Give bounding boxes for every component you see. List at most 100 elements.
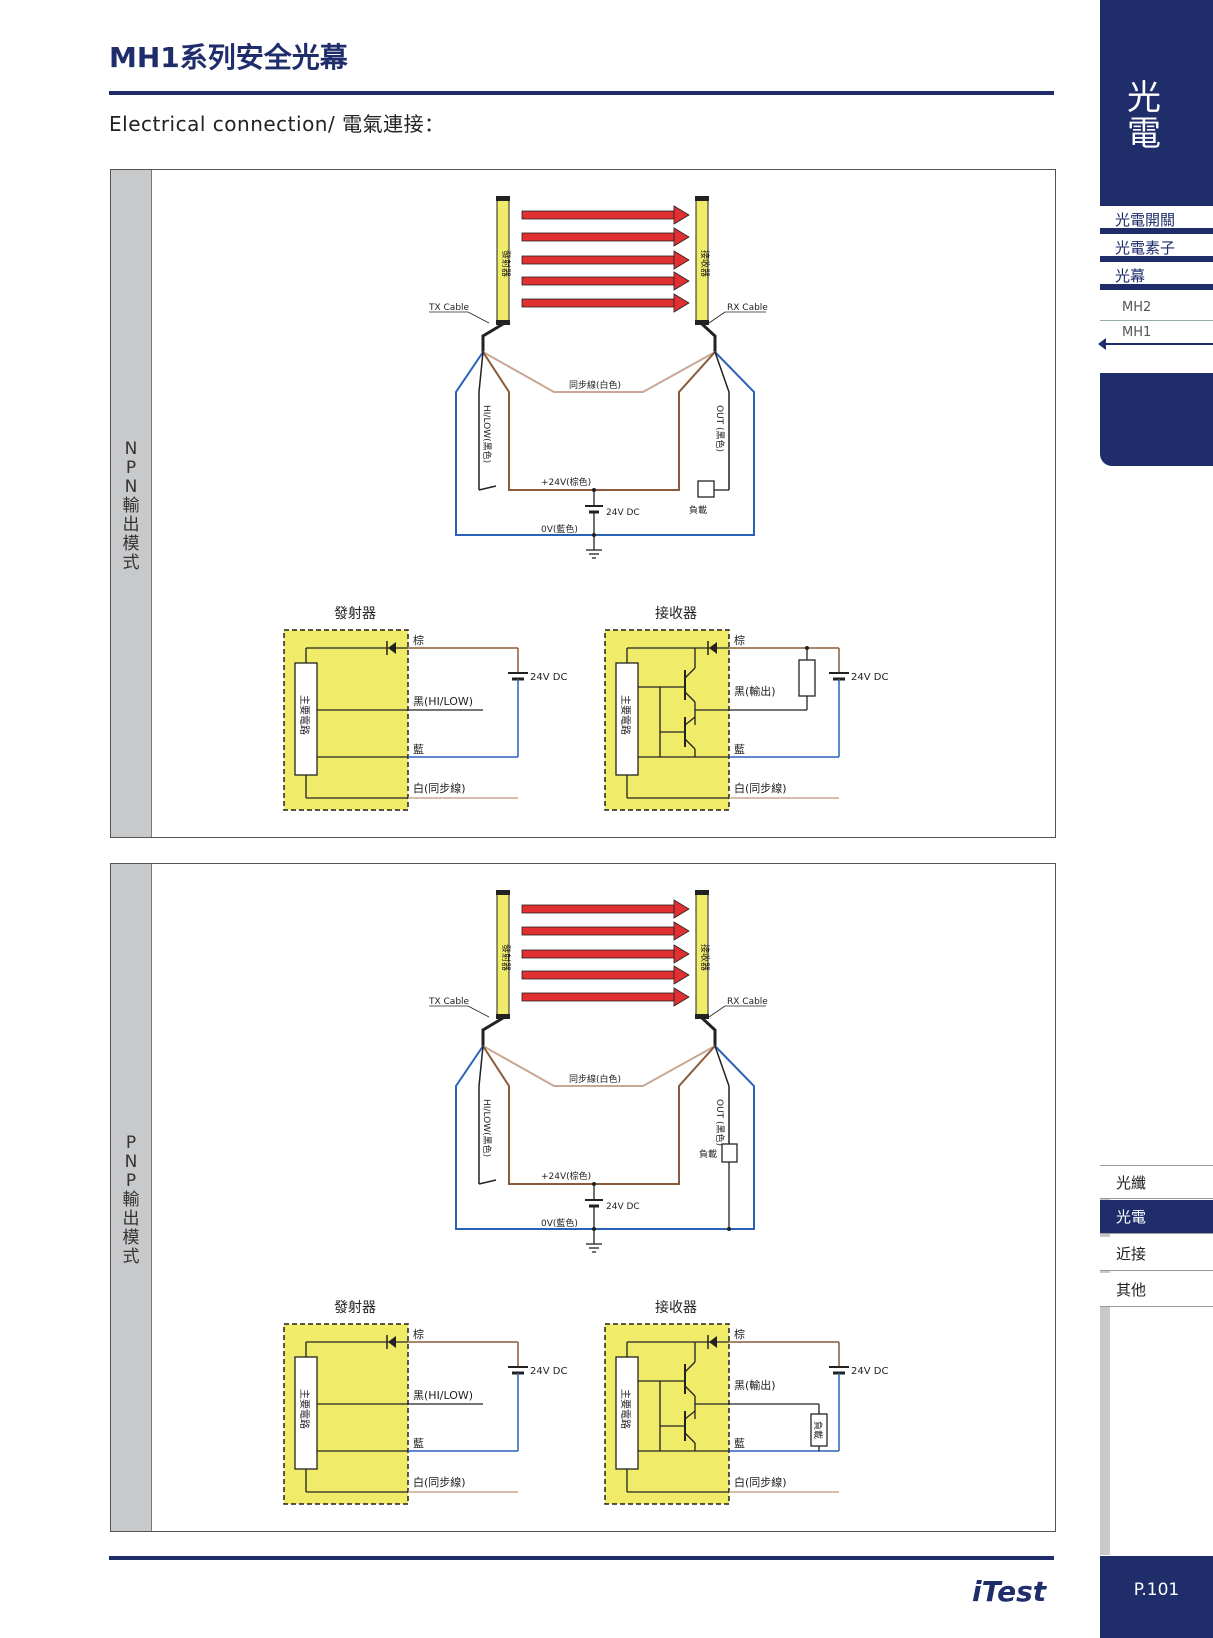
rx-cable-label: RX Cable — [727, 303, 768, 313]
zero-v-wire — [455, 351, 755, 536]
category-tab-proximity[interactable]: 近接 — [1100, 1237, 1213, 1271]
black-hilow-label: 黑(HI/LOW) — [413, 695, 473, 708]
tx-cable — [481, 1016, 504, 1046]
brown-wire-label: 棕 — [734, 1327, 745, 1341]
beam-arrow-head-3 — [673, 271, 690, 291]
black-hilow-label: 黑(HI/LOW) — [413, 1389, 473, 1402]
emitter-bar-label: 發射器 — [500, 944, 512, 971]
blue-wire-label: 藍 — [413, 1437, 424, 1450]
out-wire — [714, 351, 730, 490]
receiver-title: 接收器 — [655, 605, 697, 622]
transistor-1-emitter — [684, 691, 696, 703]
brown-wire-label: 棕 — [734, 633, 745, 647]
beam-arrow-head-0 — [673, 205, 690, 225]
transistor-2-emitter — [684, 738, 696, 750]
sync-wire-label: 同步線(白色) — [569, 1073, 621, 1085]
current-item-indicator — [1100, 343, 1213, 345]
rx-cable — [700, 322, 717, 352]
beam-arrow-1 — [521, 926, 675, 936]
category-tab-photoelectric[interactable]: 光電 — [1100, 1200, 1213, 1234]
sidebar-subitem-mh1[interactable]: MH1 — [1122, 325, 1152, 340]
main-circuit-label: 主要電路 — [298, 1389, 311, 1429]
pnp-wiring-panel: PNP輸出模式 發射器接收器 TX Cable RX Cable 同步線(白色) HI/… — [110, 863, 1056, 1532]
footer-divider — [109, 1556, 1054, 1560]
black-out-label: 黑(輸出) — [734, 1378, 776, 1392]
transistor-1-emitter — [684, 1385, 696, 1397]
zero-v-node — [592, 1227, 596, 1231]
beam-arrow-1 — [521, 232, 675, 242]
sidebar-item-light-curtain[interactable]: 光幕 — [1100, 262, 1213, 290]
brown-wire-label: 棕 — [413, 1327, 424, 1341]
receiver-cap-top — [695, 890, 709, 895]
transistor-2-emitter — [684, 1432, 696, 1444]
beam-arrow-0 — [521, 904, 675, 914]
receiver-title: 接收器 — [655, 1299, 697, 1316]
load-node — [805, 646, 809, 650]
beam-arrow-4 — [521, 298, 675, 308]
out-wire-label: OUT (黑色) — [714, 405, 726, 452]
main-circuit-label: 主要電路 — [619, 1389, 632, 1429]
plus24-label: +24V(棕色) — [541, 1170, 591, 1182]
white-wire-label: 白(同步線) — [734, 781, 787, 795]
beam-arrow-head-1 — [673, 921, 690, 941]
hilow-wire-label: HI/LOW(黑色) — [481, 405, 493, 463]
panel-side-tab: NPN輸出模式 — [111, 170, 152, 837]
white-wire-label: 白(同步線) — [734, 1475, 787, 1489]
sync-wire — [482, 1045, 716, 1087]
sidebar-accent-block — [1100, 373, 1213, 466]
blue-wire-label: 藍 — [734, 1437, 745, 1450]
sidebar-header-block: 光 電 — [1100, 0, 1213, 208]
diode-icon — [388, 1336, 396, 1348]
rx-cable-label: RX Cable — [727, 997, 768, 1007]
category-tab-fiber[interactable]: 光纖 — [1100, 1165, 1213, 1199]
arrow-left-icon — [1098, 338, 1106, 350]
beam-arrow-head-1 — [673, 227, 690, 247]
sidebar-item-photoelectric-switch[interactable]: 光電開關 — [1100, 206, 1213, 234]
beam-arrow-3 — [521, 276, 675, 286]
dc24-b-label: 24V DC — [851, 1366, 888, 1377]
load-box — [697, 480, 715, 498]
category-tab-other[interactable]: 其他 — [1100, 1273, 1213, 1307]
sidebar-subitem-mh2[interactable]: MH2 — [1100, 295, 1213, 321]
tx-cable-label: TX Cable — [428, 303, 470, 313]
diode-icon — [388, 642, 396, 654]
side-label-pnp: PNP輸出模式 — [122, 1133, 140, 1267]
dc24-label: 24V DC — [606, 508, 640, 518]
transistor-2-collector — [684, 716, 696, 726]
receiver-bar-label: 接收器 — [699, 250, 711, 277]
beam-arrow-2 — [521, 949, 675, 959]
transistor-1-collector — [684, 1361, 696, 1373]
emitter-cap-bottom — [496, 320, 510, 325]
sync-wire — [482, 351, 716, 393]
diode-icon — [709, 1336, 717, 1348]
out-wire — [714, 1045, 730, 1144]
emitter-title: 發射器 — [334, 606, 376, 622]
out-wire-label: OUT (黑色) — [714, 1099, 726, 1146]
hilow-switch — [478, 485, 497, 491]
tx-cable-leader-2 — [467, 1005, 490, 1018]
tx-cable — [481, 322, 504, 352]
hilow-wire-label: HI/LOW(黑色) — [481, 1099, 493, 1157]
blue-wire-label: 藍 — [413, 743, 424, 756]
zero-v-label: 0V(藍色) — [541, 1217, 578, 1229]
beam-arrow-4 — [521, 992, 675, 1002]
hilow-wire — [478, 351, 484, 490]
tx-cable-label: TX Cable — [428, 997, 470, 1007]
black-out-label: 黑(輸出) — [734, 684, 776, 698]
sidebar-item-photoelectric-element[interactable]: 光電素子 — [1100, 234, 1213, 262]
beam-arrow-head-4 — [673, 293, 690, 313]
sidebar-header-label: 光 電 — [1127, 78, 1161, 154]
receiver-cap-bottom — [695, 320, 709, 325]
receiver-cap-bottom — [695, 1014, 709, 1019]
transistor-2-collector — [684, 1410, 696, 1420]
beam-arrow-head-2 — [673, 250, 690, 270]
beam-arrow-2 — [521, 255, 675, 265]
emitter-cap-top — [496, 196, 510, 201]
brand-logo: iTest — [972, 1575, 1047, 1608]
main-circuit-label: 主要電路 — [298, 695, 311, 735]
page-title: MH1系列安全光幕 — [109, 41, 348, 74]
rx-cable-leader-2 — [708, 1005, 726, 1018]
wiring-diagram: 發射器接收器 TX Cable RX Cable 同步線(白色) HI/LOW(黑色) O… — [283, 890, 888, 1505]
